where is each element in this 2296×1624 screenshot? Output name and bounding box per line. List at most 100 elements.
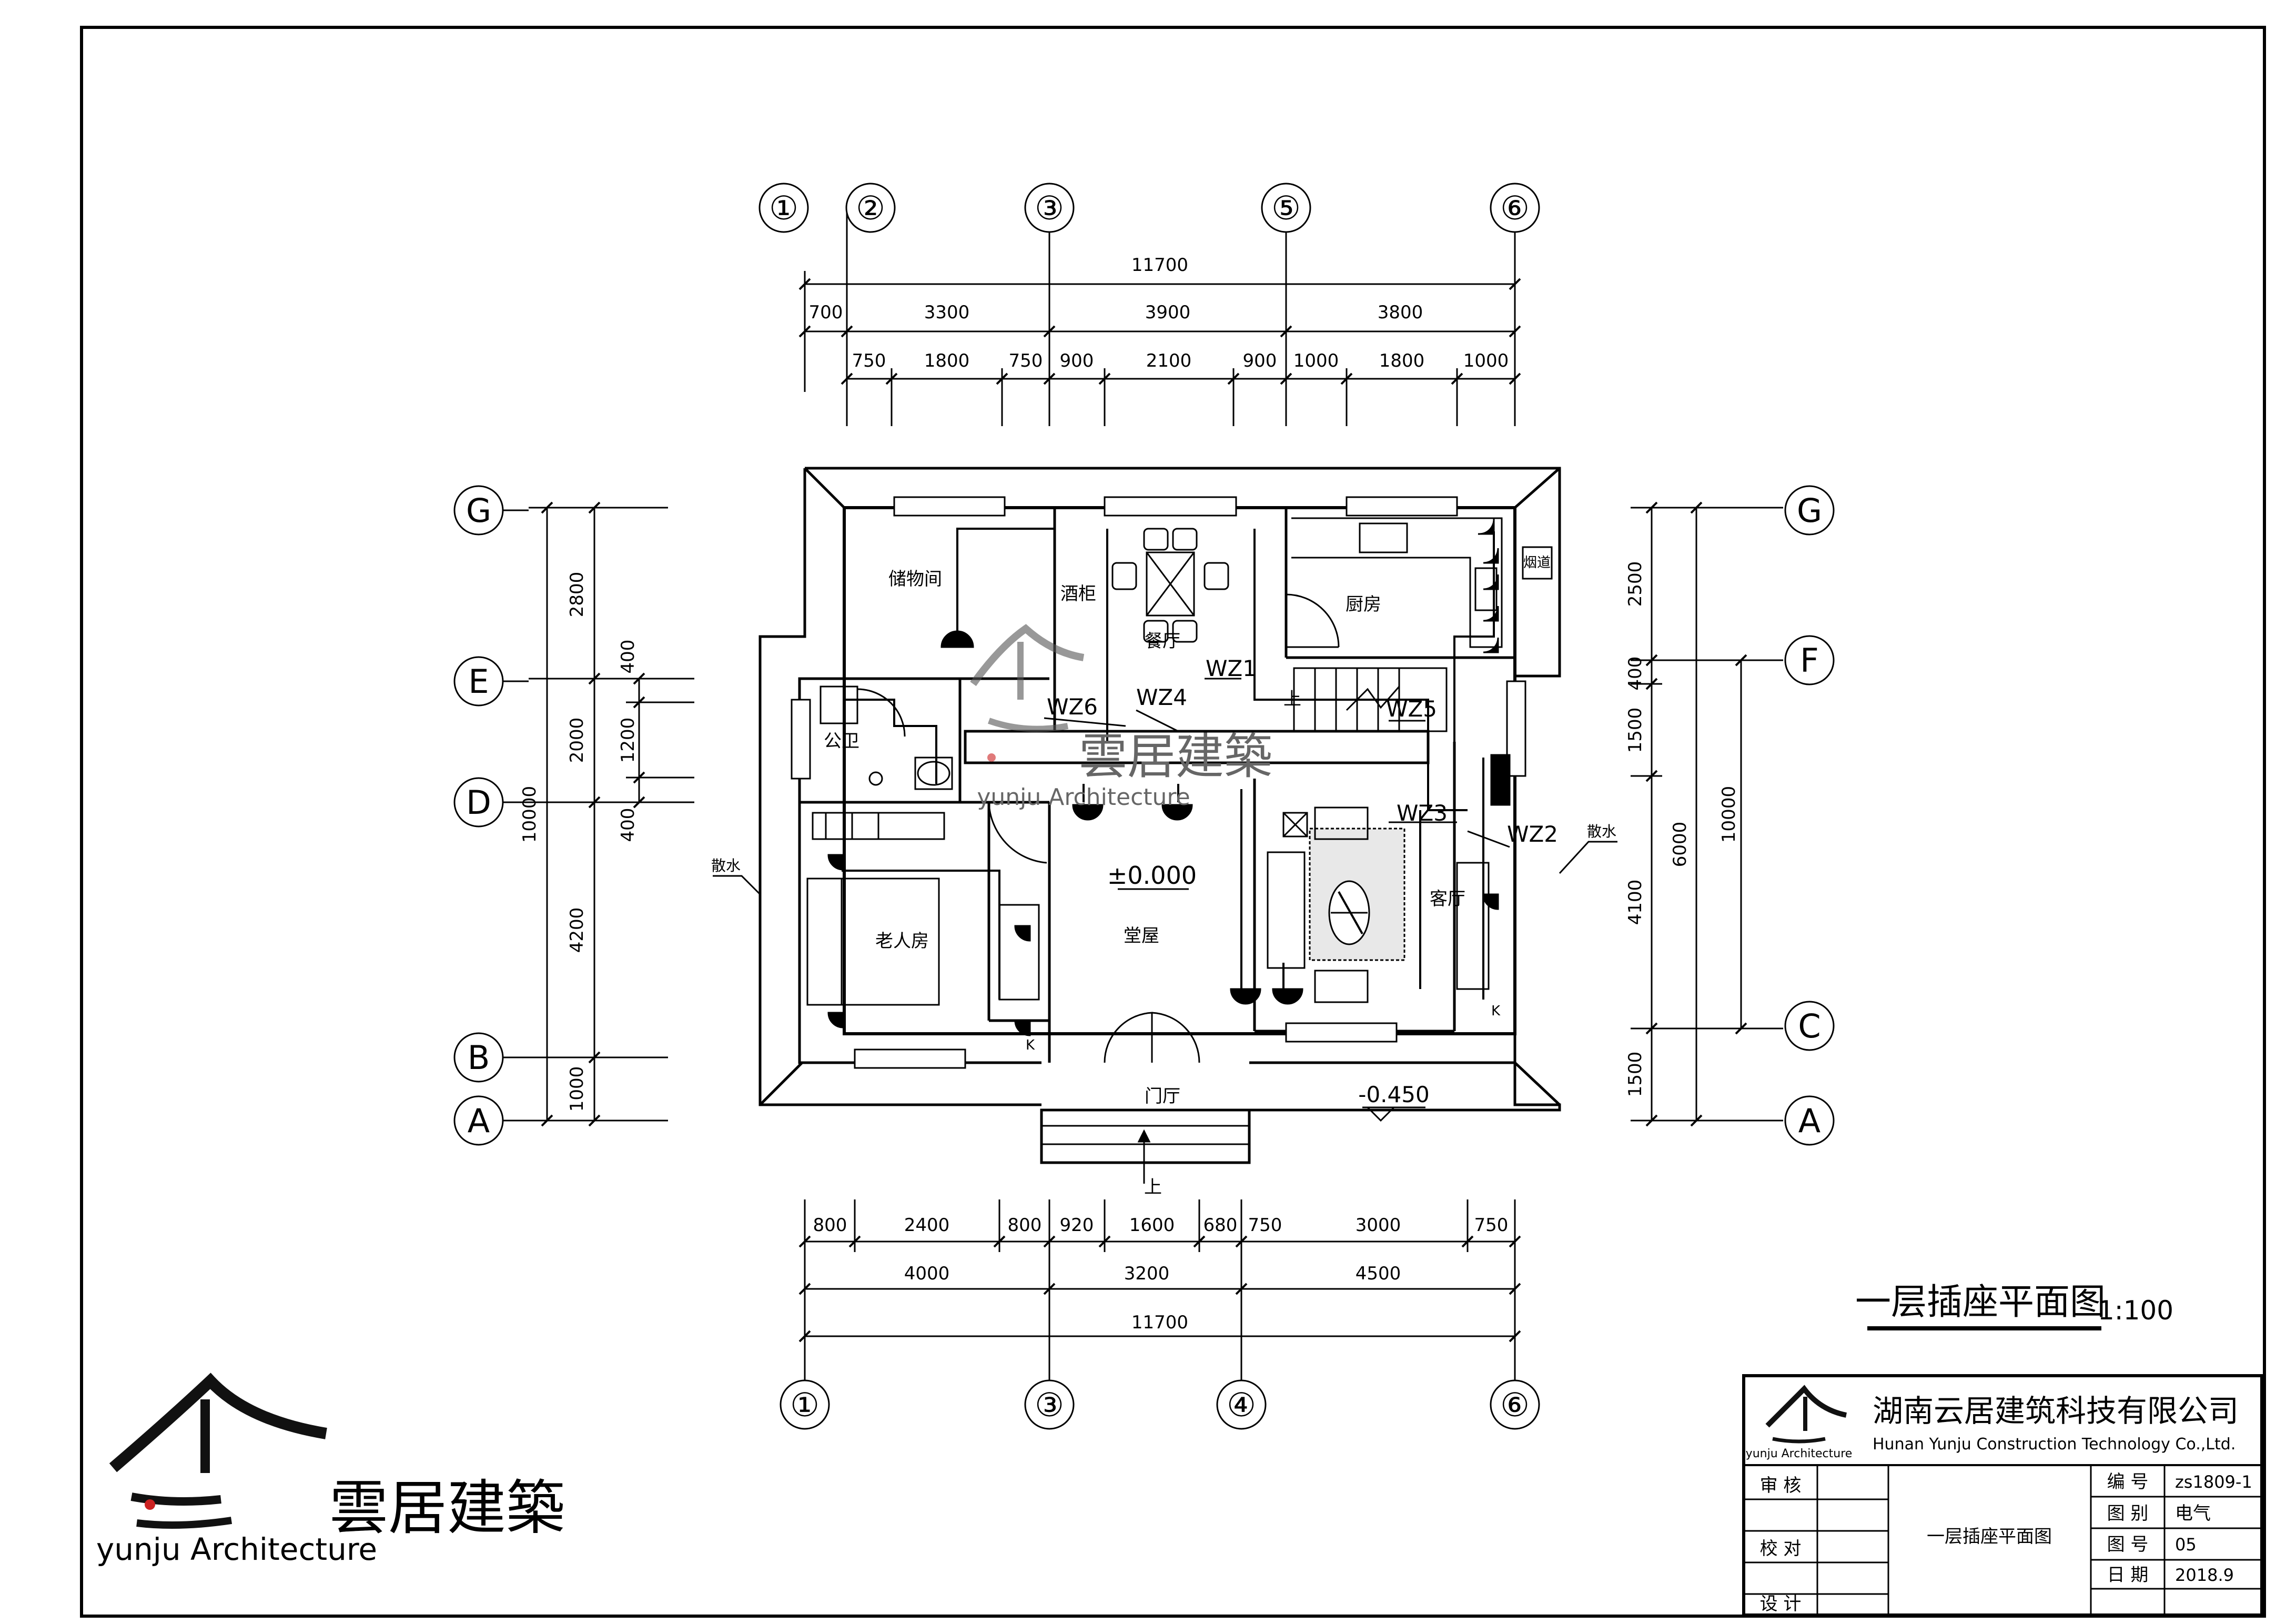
axis-left-E: E	[468, 662, 489, 701]
dim-right-0: 2500	[1625, 561, 1646, 607]
wz6-label: WZ6	[1047, 694, 1098, 720]
left-dimension-ticks	[541, 501, 645, 1127]
drain-label-right: 散水	[1587, 823, 1616, 840]
dim-top-r2-5: 900	[1243, 350, 1277, 371]
dim-left-3: 1000	[567, 1066, 588, 1112]
date-value: 2018.9	[2175, 1565, 2234, 1585]
watermark-logo	[970, 624, 1085, 762]
level-zero: ±0.000	[1107, 861, 1197, 890]
wz5-label: WZ5	[1386, 696, 1437, 722]
axis-top-3: ③	[1035, 189, 1064, 227]
dim-right-2: 4100	[1625, 880, 1646, 925]
axis-top-2: ②	[856, 189, 885, 227]
review-label: 审 核	[1760, 1475, 1802, 1496]
axis-left-G: G	[466, 491, 491, 530]
dim-bottom-r1-0: 800	[813, 1215, 847, 1236]
axis-top-6: ⑥	[1500, 189, 1530, 227]
axis-top-1: ①	[769, 189, 798, 227]
dim-right-small-0: 400	[1625, 657, 1646, 691]
dim-top-r2-3: 900	[1060, 350, 1094, 371]
category-value: 电气	[2175, 1503, 2211, 1524]
dim-left-outer: 10000	[519, 786, 540, 843]
right-axis-bubbles	[1784, 485, 1835, 1146]
watermark-logo-en: yunju Architecture	[977, 784, 1190, 811]
top-dimension-ticks	[798, 278, 1521, 385]
dim-right-mid: 6000	[1670, 822, 1691, 868]
left-axis-bubbles	[453, 485, 529, 1146]
dim-top-r2-6: 1000	[1293, 350, 1339, 371]
axis-right-A: A	[1798, 1102, 1820, 1140]
bottom-axis-bubbles	[780, 1379, 1540, 1430]
dim-right-outer: 10000	[1718, 786, 1739, 843]
dim-bottom-r1-6: 750	[1248, 1215, 1282, 1236]
kitchen-counter	[1286, 517, 1553, 648]
level-outdoor-symbol	[1362, 1106, 1425, 1122]
flue-label: 烟道	[1523, 555, 1551, 571]
drain-leaders	[713, 841, 1617, 895]
dim-top-r2-7: 1800	[1379, 350, 1425, 371]
room-porch: 门厅	[1145, 1086, 1180, 1107]
room-living: 客厅	[1430, 889, 1465, 910]
number-label: 编 号	[2107, 1471, 2149, 1492]
entry-arrow-label: 上	[1144, 1177, 1162, 1198]
axis-top-5: ⑤	[1271, 189, 1301, 227]
room-elder: 老人房	[875, 931, 929, 952]
dim-top-r1-0: 700	[809, 302, 843, 323]
level-outdoor: -0.450	[1358, 1082, 1429, 1107]
corner-logo	[109, 1373, 327, 1529]
dim-top-r1-1: 3300	[924, 302, 970, 323]
axis-left-B: B	[468, 1038, 490, 1077]
right-dimensions	[1631, 507, 1783, 1122]
dim-bottom-total: 11700	[1131, 1312, 1188, 1333]
corner-logo-en: yunju Architecture	[96, 1531, 377, 1567]
outlet-tag-bedroom: K	[1026, 1037, 1035, 1053]
axis-bottom-4: ④	[1227, 1386, 1256, 1424]
check-label: 校 对	[1760, 1538, 1802, 1559]
axis-right-C: C	[1798, 1007, 1820, 1045]
dim-right-1: 1500	[1625, 708, 1646, 753]
number-value: zs1809-1	[2175, 1472, 2252, 1492]
title-block-logo	[1765, 1385, 1847, 1444]
dim-top-r2-8: 1000	[1463, 350, 1509, 371]
date-label: 日 期	[2107, 1565, 2149, 1586]
corner-logo-cn: 雲居建築	[329, 1474, 565, 1542]
wz2-label: WZ2	[1507, 821, 1558, 847]
room-hall: 堂屋	[1124, 925, 1159, 946]
dim-top-r2-4: 2100	[1146, 350, 1192, 371]
circuit-label-lines	[1044, 678, 1510, 848]
sheet-label: 图 号	[2107, 1534, 2149, 1555]
circuit-lines	[842, 528, 1495, 1010]
axis-left-A: A	[468, 1102, 490, 1140]
bottom-dimension-ticks	[798, 1235, 1521, 1343]
living-furniture	[1267, 806, 1490, 1003]
dim-top-r1-2: 3900	[1145, 302, 1191, 323]
title-block-drawing-name: 一层插座平面图	[1927, 1526, 2052, 1547]
axis-bottom-1: ①	[790, 1386, 820, 1424]
company-en: Hunan Yunju Construction Technology Co.,…	[1873, 1435, 2236, 1454]
dim-bottom-r1-1: 2400	[904, 1215, 950, 1236]
bottom-dimensions	[804, 1199, 1516, 1394]
dim-right-3: 1500	[1625, 1052, 1646, 1097]
axis-bottom-6: ⑥	[1500, 1386, 1530, 1424]
dim-left-0: 2800	[567, 572, 588, 618]
sockets	[827, 518, 1511, 1036]
axis-right-F: F	[1800, 641, 1819, 680]
room-bath: 公卫	[824, 731, 859, 752]
axis-right-G: G	[1797, 491, 1822, 530]
dim-top-r2-1: 1800	[924, 350, 970, 371]
title-block-logo-text: yunju Architecture	[1746, 1447, 1853, 1460]
drain-label-left: 散水	[711, 857, 741, 874]
interior-walls	[800, 508, 1515, 1063]
title-block	[1742, 1374, 2263, 1617]
wz4-label: WZ4	[1136, 684, 1187, 710]
drawing-title: 一层插座平面图	[1855, 1282, 2106, 1323]
wz1-label: WZ1	[1206, 655, 1257, 681]
dim-top-r1-3: 3800	[1378, 302, 1423, 323]
room-wine-cabinet: 酒柜	[1060, 583, 1096, 604]
room-kitchen: 厨房	[1346, 594, 1381, 615]
watermark-logo-cn: 雲居建築	[1079, 729, 1272, 785]
left-dimensions	[529, 507, 694, 1122]
top-axis-bubbles	[758, 183, 1540, 233]
dim-bottom-r2-2: 4500	[1356, 1263, 1401, 1284]
